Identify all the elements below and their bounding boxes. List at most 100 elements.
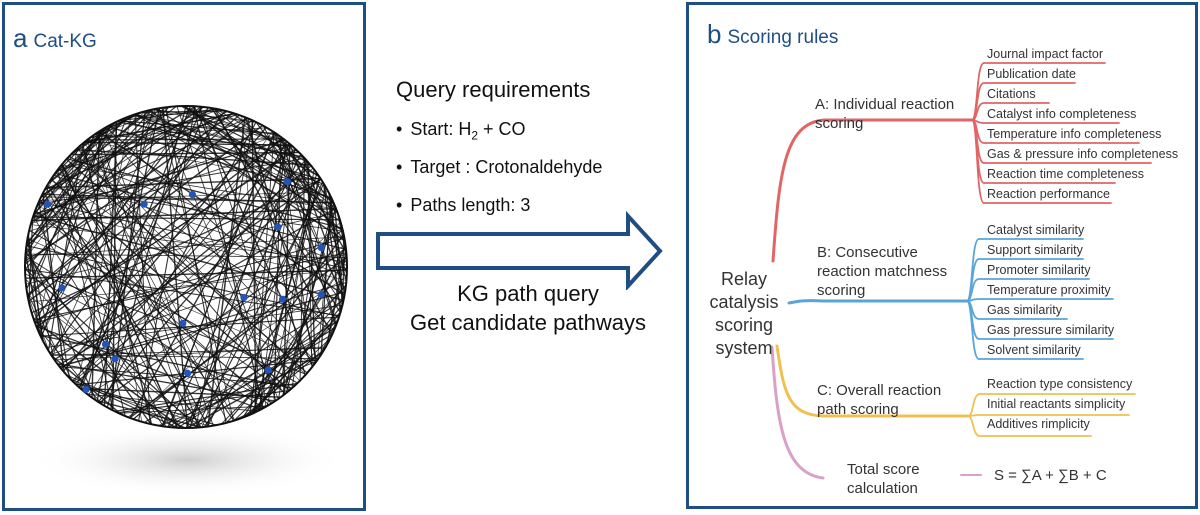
branch-label-line: B: Consecutive <box>817 244 918 261</box>
graph-edge <box>72 392 272 414</box>
graph-edge <box>139 106 347 248</box>
graph-edge <box>40 179 67 386</box>
graph-node <box>274 223 282 231</box>
root-line: scoring <box>714 315 774 335</box>
graph-edge <box>242 107 321 371</box>
graph-edge <box>25 142 301 235</box>
graph-edge <box>160 327 344 428</box>
leaf-item: Reaction performance <box>987 187 1110 201</box>
leaf-item: Reaction type consistency <box>987 377 1133 391</box>
branch-label-line: path scoring <box>817 401 899 418</box>
subscript: 2 <box>471 128 479 143</box>
graph-edge <box>134 106 152 428</box>
query-item-target: •Target : Crotonaldehyde <box>396 157 602 178</box>
graph-edge <box>25 106 162 258</box>
graph-edge <box>25 106 238 228</box>
branch-c-label: C: Overall reaction path scoring <box>817 381 941 419</box>
leaf-item: Temperature proximity <box>987 283 1111 297</box>
graph-edge <box>44 106 231 361</box>
total-score-label: Total score calculation <box>847 460 920 498</box>
leaf-item: Gas pressure similarity <box>987 323 1115 337</box>
scoring-tree <box>770 62 1152 480</box>
graph-edge <box>25 175 329 317</box>
graph-edge <box>349 224 352 294</box>
graph-edge <box>324 352 333 364</box>
leaf-item: Promoter similarity <box>987 263 1091 277</box>
graph-edge <box>350 282 355 310</box>
graph-edge <box>135 106 177 107</box>
graph-edge <box>45 172 347 280</box>
graph-edge <box>44 131 289 360</box>
leaf-item: Solvent similarity <box>987 343 1081 357</box>
graph-edge <box>67 109 251 147</box>
graph-edge <box>197 225 347 428</box>
graph-edge <box>118 111 300 142</box>
graph-edge <box>43 109 251 176</box>
graph-edge <box>25 131 288 228</box>
graph-edge <box>311 154 318 161</box>
graph-edge <box>25 235 323 368</box>
leaf-item: Initial reactants simplicity <box>987 397 1126 411</box>
graph-edge <box>64 148 322 167</box>
graph-edge <box>211 288 347 428</box>
leaf-item: Temperature info completeness <box>987 127 1162 141</box>
bullet: • <box>396 119 403 139</box>
graph-edge <box>17 271 24 315</box>
panel-letter: b <box>707 19 722 49</box>
total-score-formula: S = ∑A + ∑B + C <box>994 467 1107 484</box>
branch-label-line: reaction matchness <box>817 263 948 280</box>
graph-edge <box>25 207 345 222</box>
graph-edge <box>33 193 343 204</box>
leaf-item: Support similarity <box>987 243 1083 257</box>
branch-label-line: Total score <box>847 461 920 478</box>
graph-node <box>317 244 325 252</box>
graph-boundary <box>24 105 348 429</box>
graph-edge <box>328 176 333 182</box>
branch-b-stem <box>787 299 969 305</box>
query-start-rest: + CO <box>478 119 526 139</box>
graph-edge <box>147 321 347 428</box>
graph-edge <box>29 106 208 204</box>
graph-nodes <box>43 178 325 393</box>
graph-edge <box>25 136 295 218</box>
graph-edges <box>17 100 355 428</box>
graph-edge <box>191 106 266 417</box>
graph-edge <box>289 173 328 401</box>
graph-edge <box>136 106 216 107</box>
graph-edge <box>245 108 347 255</box>
graph-edge <box>48 365 306 387</box>
graph-edge <box>158 124 279 428</box>
graph-edge <box>113 112 118 115</box>
graph-edge <box>27 235 347 326</box>
graph-edge <box>25 243 347 319</box>
graph-edge <box>17 259 18 290</box>
graph-edge <box>39 351 52 370</box>
graph-edge <box>32 106 226 197</box>
root-line: Relay <box>720 269 768 289</box>
leaf-item: Additives rimplicity <box>987 417 1090 431</box>
graph-edge <box>137 100 209 106</box>
graph-node <box>43 200 52 208</box>
graph-edge <box>37 185 347 233</box>
branch-b-label: B: Consecutive reaction matchness scorin… <box>817 243 947 300</box>
graph-edge <box>109 115 334 184</box>
graph-node <box>279 295 287 303</box>
graph-edge <box>157 313 347 428</box>
graph-node <box>317 290 325 298</box>
graph-edge <box>103 118 292 136</box>
graph-edge <box>25 213 46 361</box>
graph-edge <box>276 158 317 410</box>
graph-edge <box>30 332 302 391</box>
graph-edge <box>25 250 347 322</box>
graph-edge <box>44 106 233 175</box>
graph-edge <box>239 106 259 115</box>
graph-edge <box>119 271 347 423</box>
graph-edge <box>320 165 344 330</box>
graph-edge <box>42 251 347 358</box>
graph-edge <box>25 267 347 318</box>
leaf-item: Catalyst similarity <box>987 223 1085 237</box>
root-line: system <box>715 338 773 358</box>
graph-edge <box>25 260 206 428</box>
graph-edge <box>111 112 117 420</box>
graph-edge <box>77 126 281 139</box>
